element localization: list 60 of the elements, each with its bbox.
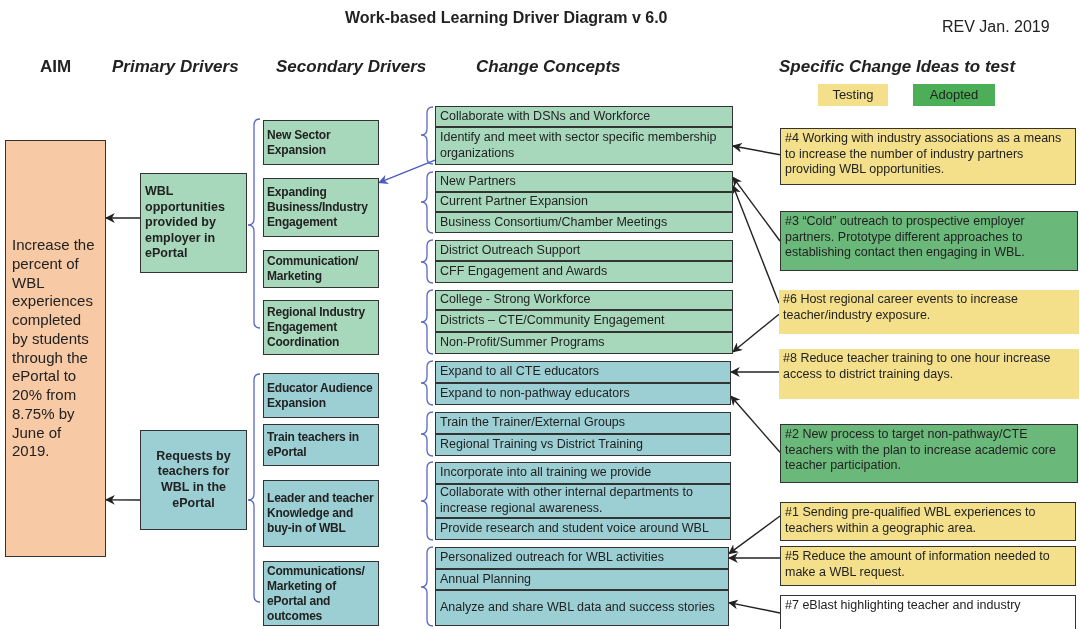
change-concept-box: Expand to all CTE educators (435, 361, 731, 383)
secondary-driver-box: Educator Audience Expansion (263, 373, 379, 418)
arrow (378, 159, 436, 184)
column-heading: Secondary Drivers (276, 57, 427, 77)
change-concept-box: Incorporate into all training we provide (435, 462, 731, 484)
arrow (105, 213, 141, 223)
change-concept-box: Train the Trainer/External Groups (435, 412, 731, 434)
arrow (728, 599, 781, 614)
revision-note: REV Jan. 2019 (942, 18, 1050, 36)
arrow (732, 313, 780, 353)
arrow (730, 367, 780, 377)
change-concept-box: Collaborate with DSNs and Workforce (435, 106, 733, 127)
change-concept-box: Identify and meet with sector specific membership organizations (435, 127, 733, 165)
secondary-driver-box: New Sector Expansion (263, 120, 379, 165)
change-concept-box: Non-Profit/Summer Programs (435, 332, 733, 354)
column-heading: Specific Change Ideas to test (779, 57, 1016, 77)
arrow (732, 176, 781, 242)
column-heading: Change Concepts (476, 57, 621, 77)
primary-driver-box: WBL opportunities provided by employer in ePortal (140, 173, 247, 273)
change-concept-box: District Outreach Support (435, 240, 733, 261)
column-heading: AIM (40, 57, 72, 77)
change-concept-box: CFF Engagement and Awards (435, 261, 733, 283)
change-concept-box: Provide research and student voice around WBL (435, 518, 731, 540)
change-concept-box: Regional Training vs District Training (435, 434, 731, 456)
change-concept-box: College - Strong Workforce (435, 290, 733, 310)
arrow (730, 395, 781, 453)
primary-driver-box: Requests by teachers for WBL in the ePortal (140, 430, 247, 530)
secondary-driver-box: Expanding Business/Industry Engagement (263, 178, 379, 237)
change-concept-box: Annual Planning (435, 569, 729, 590)
change-concept-box: Districts – CTE/Community Engagement (435, 310, 733, 332)
change-idea-box: #5 Reduce the amount of information needed to make a WBL request. (780, 546, 1076, 586)
legend-swatch: Adopted (913, 84, 995, 106)
change-concept-box: Business Consortium/Chamber Meetings (435, 212, 733, 233)
arrow (105, 495, 141, 505)
column-heading: Primary Drivers (112, 57, 239, 77)
secondary-driver-box: Communication/ Marketing (263, 250, 379, 288)
change-idea-box: #1 Sending pre-qualified WBL experiences to teachers within a geographic area. (780, 502, 1076, 541)
change-concept-box: New Partners (435, 171, 733, 192)
change-idea-box: #2 New process to target non-pathway/CTE teachers with the plan to increase academic core teacher participation. (780, 424, 1078, 483)
arrow (731, 184, 780, 304)
change-idea-box: #3 “Cold” outreach to prospective employer partners. Prototype different approaches to establishing contact then engaging in WBL. (780, 211, 1078, 271)
secondary-driver-box: Leader and teacher Knowledge and buy-in of WBL (263, 480, 379, 547)
arrow (728, 515, 781, 555)
secondary-driver-box: Train teachers in ePortal (263, 424, 379, 466)
change-idea-box: #6 Host regional career events to increase teacher/industry exposure. (779, 290, 1079, 334)
secondary-driver-box: Communications/ Marketing of ePortal and outcomes (263, 561, 379, 626)
change-concept-box: Collaborate with other internal departments to increase regional awareness. (435, 484, 731, 518)
change-idea-box: #4 Working with industry associations as a means to increase the number of industry partners providing WBL opportunities. (780, 128, 1076, 185)
change-idea-box: #8 Reduce teacher training to one hour increase access to district training days. (779, 349, 1079, 399)
secondary-driver-box: Regional Industry Engagement Coordination (263, 300, 379, 355)
change-concept-box: Analyze and share WBL data and success stories (435, 590, 729, 626)
change-concept-box: Personalized outreach for WBL activities (435, 547, 729, 569)
change-concept-box: Current Partner Expansion (435, 192, 733, 212)
aim-box: Increase the percent of WBL experiences completed by students through the ePortal to 20% from 8.75% by June of 2019. (5, 140, 106, 557)
diagram-title: Work-based Learning Driver Diagram v 6.0 (345, 9, 668, 27)
arrow (732, 142, 781, 156)
change-concept-box: Expand to non-pathway educators (435, 383, 731, 405)
change-idea-box: #7 eBlast highlighting teacher and industry (780, 595, 1076, 629)
legend-swatch: Testing (818, 84, 888, 106)
arrow (728, 553, 781, 563)
